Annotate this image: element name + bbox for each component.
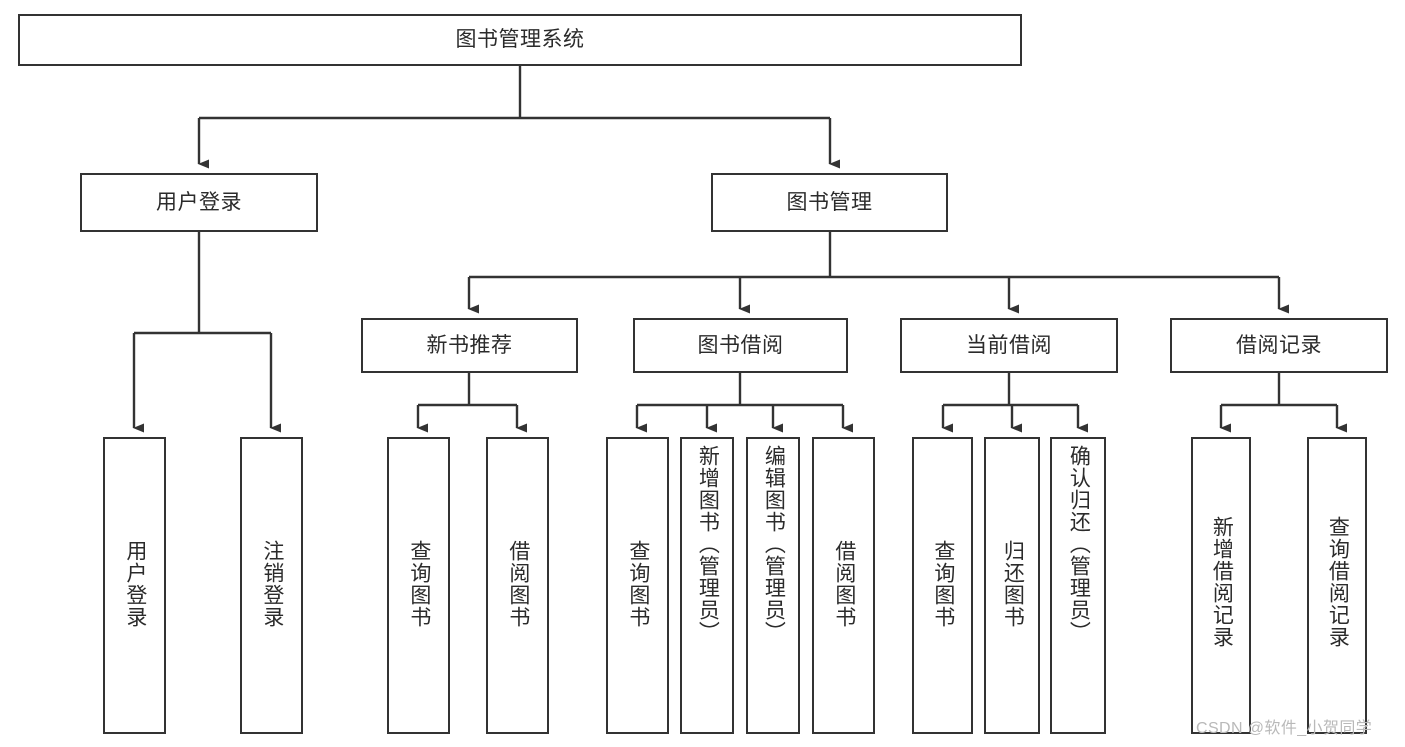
node-leaf-logout[interactable]: 注销登录 [240,437,303,734]
node-leaf-query-borrow-record-label: 查询借阅记录 [1326,515,1350,648]
node-current-borrow-label: 当前借阅 [966,333,1052,357]
node-borrow-records-label: 借阅记录 [1236,333,1322,357]
watermark-text: CSDN @软件_小贺同学 [1196,720,1373,737]
node-leaf-query-borrow-record[interactable]: 查询借阅记录 [1307,437,1367,734]
node-leaf-query-books-borrow-label: 查询图书 [626,539,650,628]
node-leaf-add-book-admin[interactable]: 新增图书（管理员） [680,437,734,734]
node-book-borrow-label: 图书借阅 [697,333,784,357]
node-leaf-query-books-recommend-label: 查询图书 [407,539,431,628]
node-new-book-recommend[interactable]: 新书推荐 [361,318,578,373]
node-leaf-query-books-current[interactable]: 查询图书 [912,437,973,734]
node-leaf-query-books-current-label: 查询图书 [931,539,955,628]
node-leaf-return-books[interactable]: 归还图书 [984,437,1040,734]
node-user-login-label: 用户登录 [156,190,242,214]
node-leaf-add-book-admin-label: 新增图书（管理员） [696,445,720,643]
node-leaf-confirm-return-admin[interactable]: 确认归还（管理员） [1050,437,1106,734]
node-root-book-management-system[interactable]: 图书管理系统 [18,14,1022,66]
node-book-borrow[interactable]: 图书借阅 [633,318,848,373]
node-leaf-logout-label: 注销登录 [260,539,284,628]
node-book-management[interactable]: 图书管理 [711,173,948,232]
node-borrow-records[interactable]: 借阅记录 [1170,318,1388,373]
node-leaf-borrow-books-recommend-label: 借阅图书 [506,539,530,628]
node-root-label: 图书管理系统 [455,28,585,52]
node-leaf-add-borrow-record-label: 新增借阅记录 [1210,515,1234,648]
node-leaf-borrow-books-recommend[interactable]: 借阅图书 [486,437,549,734]
node-new-book-recommend-label: 新书推荐 [426,333,513,357]
node-leaf-borrow-books-borrow[interactable]: 借阅图书 [812,437,875,734]
node-leaf-edit-book-admin[interactable]: 编辑图书（管理员） [746,437,800,734]
node-leaf-add-borrow-record[interactable]: 新增借阅记录 [1191,437,1251,734]
node-book-management-label: 图书管理 [786,190,873,214]
node-leaf-return-books-label: 归还图书 [1001,539,1025,628]
node-leaf-user-login-label: 用户登录 [123,539,147,628]
node-leaf-query-books-borrow[interactable]: 查询图书 [606,437,669,734]
node-leaf-user-login[interactable]: 用户登录 [103,437,166,734]
node-leaf-borrow-books-borrow-label: 借阅图书 [832,539,856,628]
node-leaf-query-books-recommend[interactable]: 查询图书 [387,437,450,734]
node-leaf-confirm-return-admin-label: 确认归还（管理员） [1067,445,1091,643]
node-current-borrow[interactable]: 当前借阅 [900,318,1118,373]
node-user-login[interactable]: 用户登录 [80,173,318,232]
node-leaf-edit-book-admin-label: 编辑图书（管理员） [762,445,786,643]
